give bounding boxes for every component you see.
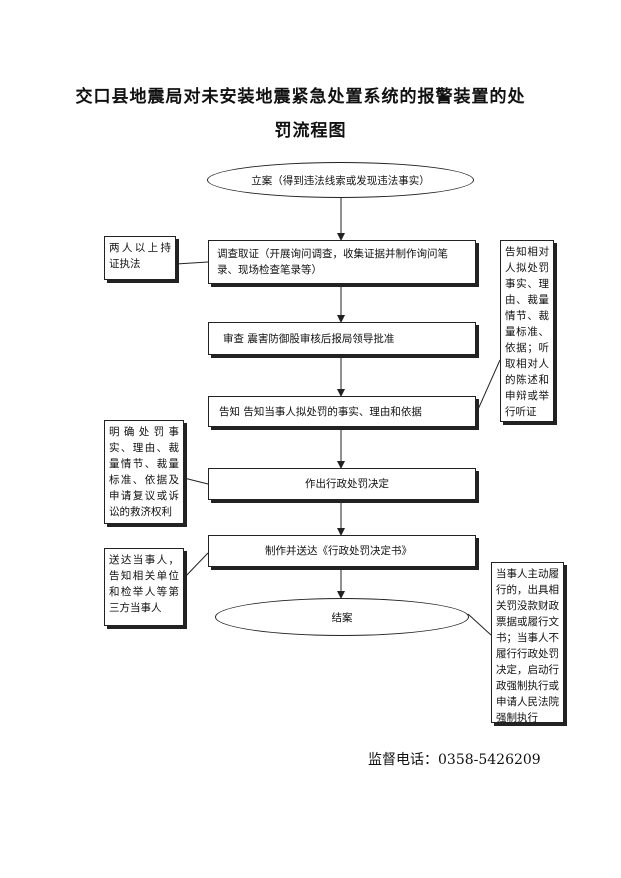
step-notify: 告知 告知当事人拟处罚的事实、理由和依据 xyxy=(208,396,476,427)
hotline-number: 0358-5426209 xyxy=(438,752,541,768)
step-close: 结案 xyxy=(215,598,469,636)
note-clarify-facts: 明确处罚事实、理由、裁量情节、裁量标准、依据及申请复议或诉讼的救济权利 xyxy=(104,420,184,524)
step-decide: 作出行政处罚决定 xyxy=(208,468,476,500)
callout-delivery-parties xyxy=(183,552,209,579)
step-filing: 立案（得到违法线索或发现违法事实） xyxy=(207,162,474,198)
page-title-line2: 罚流程图 xyxy=(274,121,347,141)
note-delivery-parties: 送达当事人，告知相关单位和检举人等第三方当事人 xyxy=(104,548,184,626)
callout-two-person xyxy=(175,261,209,265)
callout-enforcement xyxy=(467,613,492,636)
step-deliver: 制作并送达《行政处罚决定书》 xyxy=(208,535,476,567)
supervision-hotline: 监督电话：0358-5426209 xyxy=(368,749,541,769)
page-title-line1: 交口县地震局对未安装地震紧急处置系统的报警装置的处 xyxy=(75,87,526,107)
step-investigate: 调查取证（开展询问调查，收集证据并制作询问笔录、现场检查笔录等） xyxy=(208,240,476,284)
note-two-person: 两人以上持证执法 xyxy=(104,236,176,280)
step-review: 审查 震害防御股审核后报局领导批准 xyxy=(208,322,476,355)
callout-notify-rights xyxy=(475,359,501,415)
note-enforcement: 当事人主动履行的，出具相关罚没款财政票据或履行文书；当事人不履行行政处罚决定，启… xyxy=(491,562,564,724)
callout-clarify-facts xyxy=(183,477,209,485)
note-notify-rights: 告知相对人拟处罚事实、理由、裁量情节、裁量标准、依据；听取相对人的陈述和申辩或举… xyxy=(500,240,554,422)
hotline-label: 监督电话： xyxy=(368,752,438,768)
